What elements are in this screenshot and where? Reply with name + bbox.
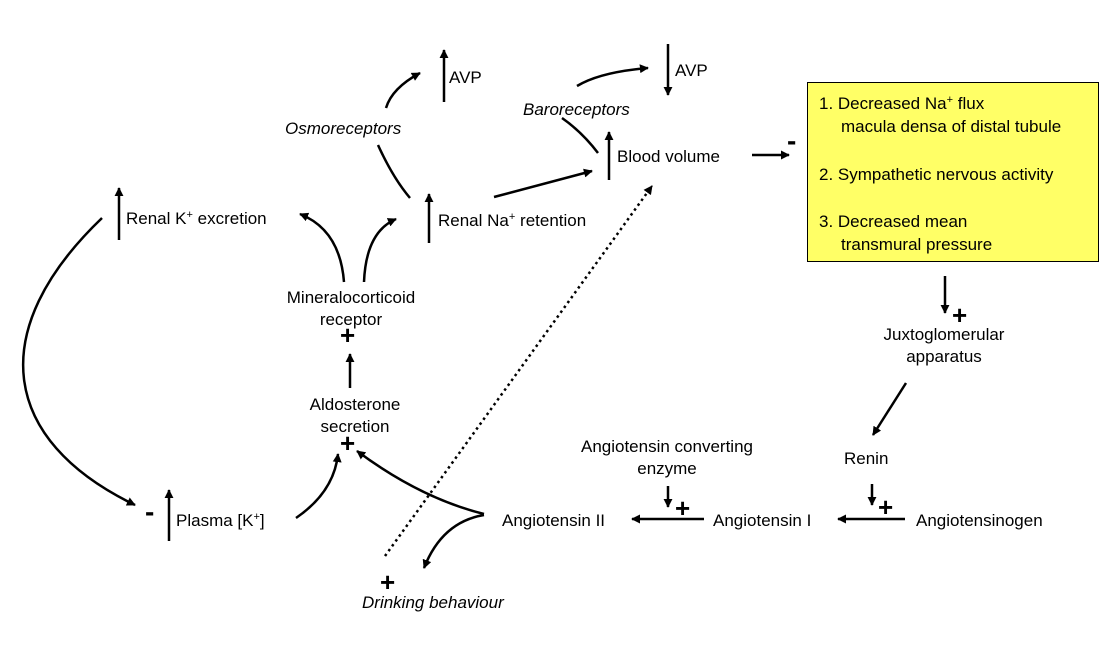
baroreceptors-to-avp-arrow [576, 64, 649, 88]
drinking-to-blood-volume-dotted-arrow [383, 185, 654, 557]
renal-na-to-blood-volume-arrow [493, 168, 593, 199]
renal-k-to-plasma-k-arrow [22, 217, 136, 507]
stimulus-3-line-1: 3. Decreased mean [819, 212, 968, 231]
minus-sign-blood-volume: - [787, 125, 797, 156]
osmoreceptors-to-avp-arrow [384, 71, 421, 109]
avp-up-label: AVP [449, 68, 482, 87]
baroreceptors-label: Baroreceptors [523, 100, 630, 119]
stimulus-3-line-2: transmural pressure [841, 235, 993, 254]
ace-label: Angiotensin converting enzyme [580, 437, 753, 478]
mineralocorticoid-receptor-label: Mineralocorticoid receptor [286, 288, 416, 329]
mr-to-renal-na-arrow [362, 217, 397, 283]
ang2-to-aldosterone-arrow [356, 449, 485, 516]
mr-to-renal-k-arrow [299, 212, 346, 283]
renal-na-to-osmoreceptors-line [376, 144, 411, 199]
plasma-k-superscript: + [253, 511, 260, 523]
blood-volume-label: Blood volume [617, 147, 721, 166]
renal-na-superscript: + [508, 211, 516, 223]
stimulus-1-line-2: macula densa of distal tubule [841, 117, 1062, 136]
blood-volume-to-baroreceptors-line [561, 116, 599, 154]
jga-to-renin-arrow [871, 382, 908, 436]
plasma-k-label: Plasma [K+] [176, 511, 265, 530]
plus-sign-renin: + [878, 492, 894, 522]
drinking-behaviour-label: Drinking behaviour [362, 593, 504, 612]
juxtaglomerular-apparatus-label: Juxtoglomerular apparatus [883, 325, 1005, 366]
ang2-to-drinking-arrow [422, 513, 485, 569]
plus-sign-drinking: + [380, 567, 396, 597]
renin-label: Renin [844, 449, 889, 468]
renal-k-superscript: + [186, 209, 193, 221]
angiotensinogen-label: Angiotensinogen [916, 511, 1043, 530]
plus-sign-jga: + [952, 300, 968, 330]
angiotensin-ii-label: Angiotensin II [502, 511, 606, 530]
avp-down-label: AVP [675, 61, 708, 80]
stimulus-2: 2. Sympathetic nervous activity [819, 165, 1054, 184]
plus-sign-mineralocorticoid: + [340, 320, 356, 350]
angiotensin-i-label: Angiotensin I [713, 511, 812, 530]
osmoreceptors-label: Osmoreceptors [285, 119, 402, 138]
plus-sign-aldosterone: + [340, 428, 356, 458]
plus-sign-ace: + [675, 493, 691, 523]
renal-k-excretion-label: Renal K+ excretion [126, 209, 267, 228]
stimulus-1-line-1: 1. Decreased Na+ flux [819, 94, 985, 113]
plasma-k-to-aldosterone-arrow [295, 453, 342, 520]
renal-na-retention-label: Renal Na+ retention [438, 211, 587, 230]
aldosterone-secretion-label: Aldosterone secretion [309, 395, 401, 436]
stimulus-1-superscript: + [946, 94, 954, 106]
renin-release-stimuli-box: 1. Decreased Na+ flux macula densa of di… [807, 82, 1099, 262]
minus-sign-plasma-k: - [145, 496, 155, 527]
